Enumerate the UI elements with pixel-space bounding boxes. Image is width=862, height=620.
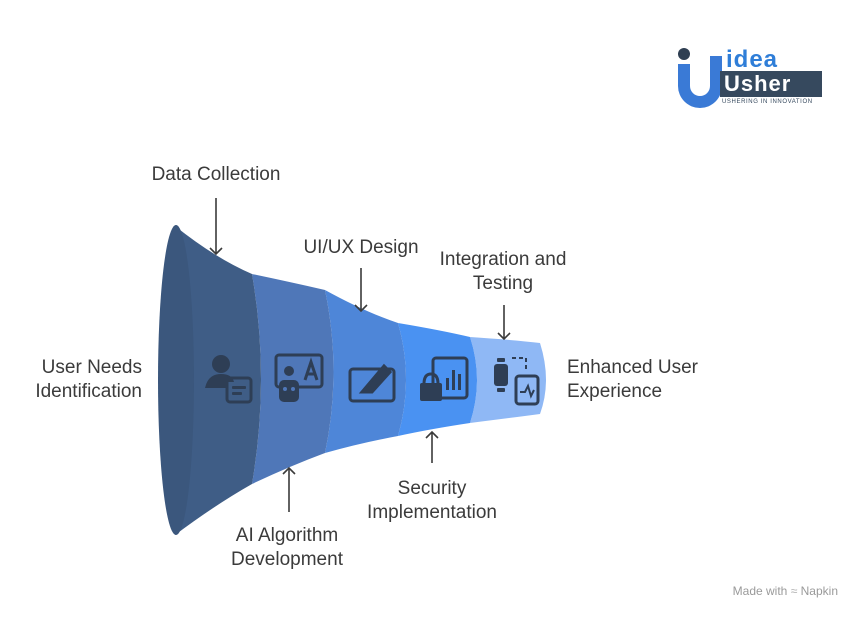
label-ai-algorithm-1: AI Algorithm [235, 525, 339, 546]
label-user-needs-1: User Needs [41, 357, 142, 378]
callout-arrows [209, 198, 511, 512]
label-user-needs-2: Identification [35, 381, 142, 402]
robot-ai-icon [274, 353, 324, 402]
lock-chart-icon [420, 356, 469, 401]
logo-word-idea: idea [726, 46, 779, 73]
funnel-segment-3 [325, 290, 406, 453]
idea-usher-logo: idea Usher USHERING IN INNOVATION [674, 46, 824, 110]
label-ai-algorithm-2: Development [231, 549, 343, 570]
label-enhanced-2: Experience [567, 381, 663, 402]
label-enhanced-1: Enhanced User [567, 357, 698, 378]
napkin-logo-icon: ≈ [790, 584, 798, 598]
made-with-text: Made with [732, 584, 788, 598]
arrow-integration-testing [497, 305, 511, 341]
label-integration-testing-2: Testing [472, 273, 534, 294]
label-ui-ux-design: UI/UX Design [303, 237, 419, 258]
arrow-ui-ux-design [354, 268, 368, 313]
devices-connect-icon [494, 357, 540, 406]
label-security-2: Implementation [367, 502, 497, 523]
logo-mark-icon [678, 48, 722, 108]
funnel-segment-2 [252, 274, 334, 484]
arrow-ai-algorithm [282, 466, 296, 512]
pen-tablet-icon [348, 363, 396, 403]
label-data-collection: Data Collection [151, 164, 281, 185]
made-with-napkin: Made with ≈ Napkin [733, 584, 838, 598]
arrow-data-collection [209, 198, 223, 256]
label-security-1: Security [397, 478, 467, 499]
arrow-security [425, 430, 439, 463]
label-integration-testing-1: Integration and [439, 249, 567, 270]
logo-word-usher: Usher [720, 71, 822, 97]
user-document-icon [205, 355, 253, 404]
logo-tagline: USHERING IN INNOVATION [722, 99, 813, 105]
napkin-brand: Napkin [800, 584, 838, 598]
funnel-mouth [158, 225, 194, 535]
